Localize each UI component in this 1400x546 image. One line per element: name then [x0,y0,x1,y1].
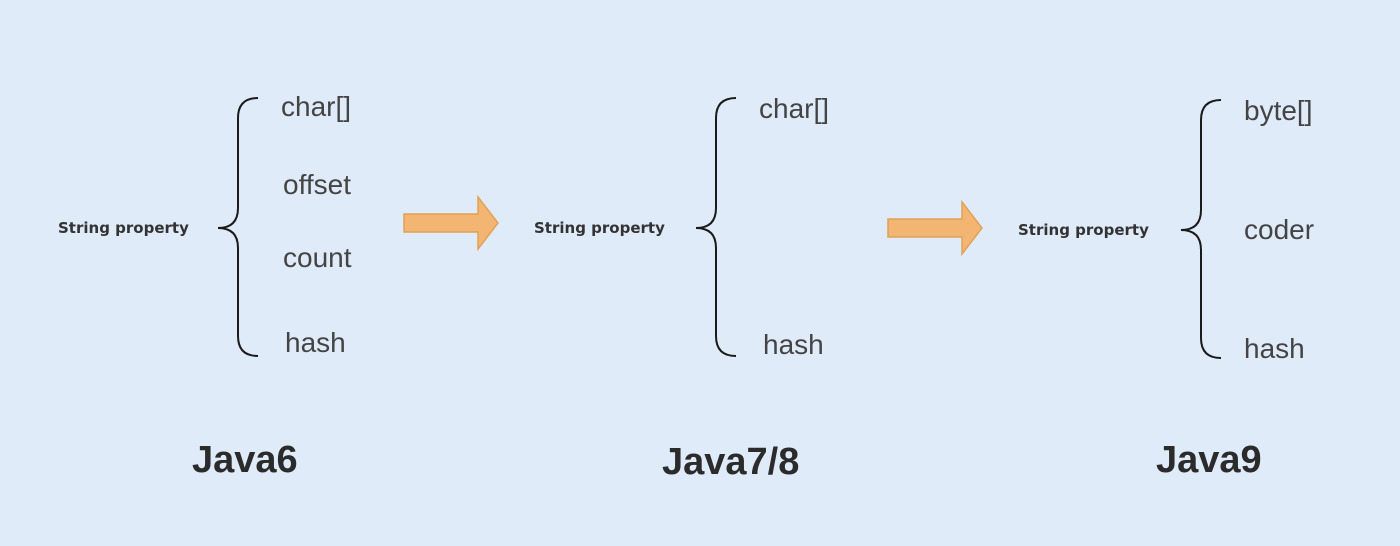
brace-java6 [217,97,259,357]
field-hash-java9: hash [1244,333,1305,364]
version-label-java6: Java6 [192,439,298,481]
field-char-array-java7-8: char[] [759,93,830,124]
brace-java7-8 [695,97,737,357]
field-coder-java9: coder [1244,214,1315,245]
arrow-java7-8-to-java9 [887,199,983,257]
field-hash-java6: hash [285,327,346,358]
field-count-java6: count [283,242,352,273]
arrow-java6-to-java7-8 [403,194,499,252]
brace-java9 [1180,99,1222,359]
string-property-label-java6: String property [58,219,189,237]
string-property-label-java7-8: String property [534,219,665,237]
field-byte-array-java9: byte[] [1244,95,1313,126]
version-label-java9: Java9 [1156,439,1262,481]
field-hash-java7-8: hash [763,329,824,360]
string-property-label-java9: String property [1018,221,1149,239]
version-label-java7-8: Java7/8 [662,441,800,483]
field-char-array-java6: char[] [281,91,352,122]
field-offset-java6: offset [283,169,351,200]
